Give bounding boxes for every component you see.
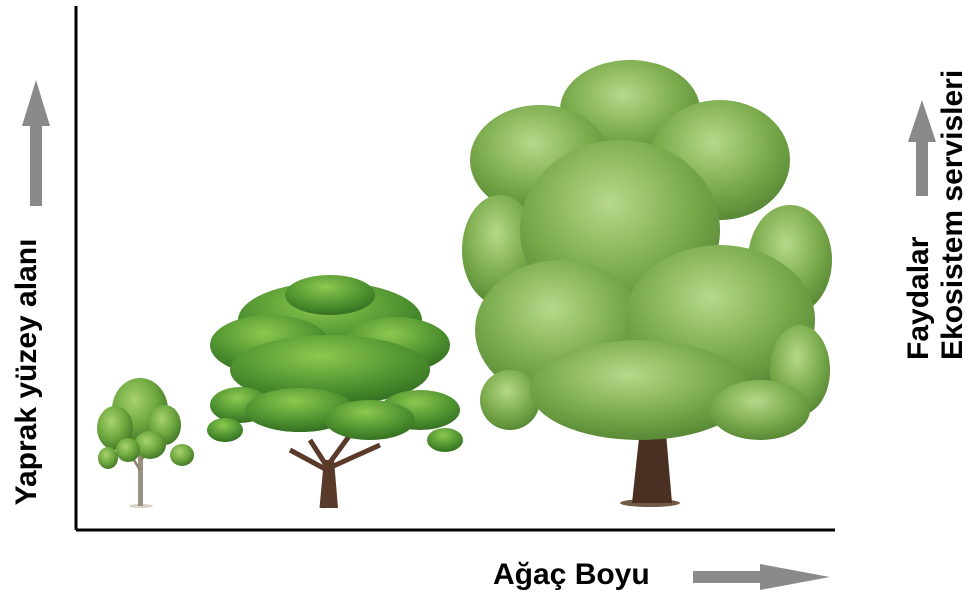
medium-tree bbox=[207, 275, 463, 508]
x-axis-label: Ağaç Boyu bbox=[493, 558, 650, 591]
right-label-line2: Ekosistem servisleri bbox=[936, 70, 969, 360]
y-axis-label: Yaprak yüzey alanı bbox=[10, 239, 43, 506]
y-axis-arrow bbox=[22, 80, 50, 206]
large-tree bbox=[462, 60, 832, 507]
right-arrow bbox=[908, 100, 936, 196]
x-axis-arrow bbox=[693, 564, 830, 590]
right-label-line1: Faydalar bbox=[902, 236, 935, 360]
small-tree bbox=[97, 378, 194, 508]
